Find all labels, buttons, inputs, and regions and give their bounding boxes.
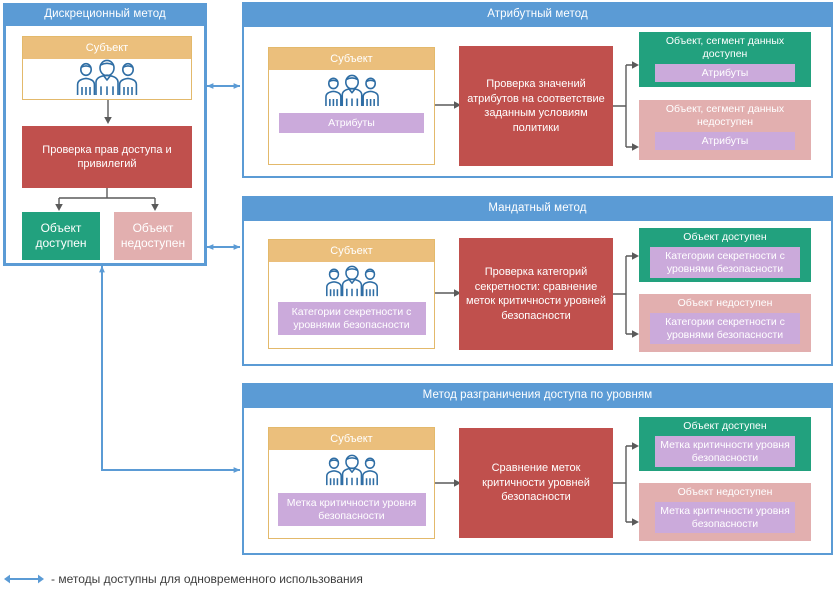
levels-result-no-tag[interactable]: Метка критичности уровня безопасности — [655, 502, 795, 533]
arrow-levels-branch — [613, 442, 639, 526]
mandatory-subject-box[interactable]: Субъект — [268, 239, 435, 349]
panel-levels[interactable]: Метод разграничения доступа по уровням С… — [242, 383, 833, 555]
attribute-result-ok-title: Объект, сегмент данных доступен — [665, 35, 785, 60]
attribute-subject-box[interactable]: Субъект — [268, 47, 435, 165]
mandatory-result-no-tag[interactable]: Категории секретности с уровнями безопас… — [650, 313, 800, 344]
legend: - методы доступны для одновременного исп… — [4, 572, 363, 586]
attribute-process-box[interactable]: Проверка значений атрибутов на соответст… — [459, 46, 613, 166]
connector-discretionary-levels — [99, 265, 241, 473]
levels-result-ok-tag[interactable]: Метка критичности уровня безопасности — [655, 436, 795, 467]
attribute-result-no-title: Объект, сегмент данных недоступен — [665, 103, 785, 128]
mandatory-subject-tag[interactable]: Категории секретности с уровнями безопас… — [277, 302, 426, 335]
discretionary-subject-title: Субъект — [23, 37, 191, 59]
mandatory-result-no[interactable]: Объект недоступен Категории секретности … — [639, 294, 811, 352]
attribute-result-ok-tag[interactable]: Атрибуты — [655, 64, 795, 82]
levels-process-box[interactable]: Сравнение меток критичности уровней безо… — [459, 428, 613, 538]
arrow-process-branch — [55, 188, 159, 211]
people-icon — [324, 74, 379, 107]
mandatory-subject-body: Категории секретности с уровнями безопас… — [269, 262, 434, 348]
mandatory-process-box[interactable]: Проверка категорий секретности: сравнени… — [459, 238, 613, 350]
attribute-result-no-tag[interactable]: Атрибуты — [655, 132, 795, 150]
attribute-subject-body: Атрибуты — [269, 70, 434, 164]
mandatory-result-no-title: Объект недоступен — [677, 297, 773, 309]
discretionary-process-box[interactable]: Проверка прав доступа и привилегий — [22, 126, 192, 188]
legend-text: - методы доступны для одновременного исп… — [51, 572, 363, 586]
levels-result-ok[interactable]: Объект доступен Метка критичности уровня… — [639, 417, 811, 471]
panel-discretionary[interactable]: Дискреционный метод Субъект — [3, 3, 207, 266]
double-arrow-icon — [4, 574, 44, 584]
arrow-subject-to-process — [104, 100, 112, 124]
arrow-levels-subject-to-process — [435, 479, 461, 487]
people-icon — [325, 454, 378, 486]
attribute-result-no[interactable]: Объект, сегмент данных недоступен Атрибу… — [639, 100, 811, 160]
levels-result-ok-title: Объект доступен — [683, 420, 767, 432]
attribute-subject-tag[interactable]: Атрибуты — [279, 113, 424, 133]
attribute-result-ok[interactable]: Объект, сегмент данных доступен Атрибуты — [639, 32, 811, 87]
levels-subject-box[interactable]: Субъект — [268, 427, 435, 539]
discretionary-subject-body — [23, 59, 191, 99]
mandatory-result-ok[interactable]: Объект доступен Категории секретности с … — [639, 228, 811, 282]
panel-attribute[interactable]: Атрибутный метод Субъект — [242, 2, 833, 178]
levels-subject-title: Субъект — [269, 428, 434, 450]
discretionary-subject-box[interactable]: Субъект — [22, 36, 192, 100]
panel-mandatory[interactable]: Мандатный метод Субъект — [242, 196, 833, 366]
people-icon — [76, 59, 138, 95]
panel-discretionary-title: Дискреционный метод — [3, 3, 207, 26]
levels-result-no-title: Объект недоступен — [677, 486, 773, 498]
levels-subject-tag[interactable]: Метка критичности уровня безопасности — [277, 493, 426, 526]
mandatory-subject-title: Субъект — [269, 240, 434, 262]
levels-result-no[interactable]: Объект недоступен Метка критичности уров… — [639, 483, 811, 541]
levels-subject-body: Метка критичности уровня безопасности — [269, 450, 434, 538]
panel-attribute-title: Атрибутный метод — [242, 2, 833, 27]
people-icon — [325, 265, 378, 297]
arrow-mandatory-subject-to-process — [435, 289, 461, 297]
arrow-attribute-branch — [613, 61, 639, 151]
arrow-attribute-subject-to-process — [435, 101, 461, 109]
panel-mandatory-title: Мандатный метод — [242, 196, 833, 221]
panel-levels-title: Метод разграничения доступа по уровням — [242, 383, 833, 408]
discretionary-result-no[interactable]: Объект недоступен — [114, 212, 192, 260]
mandatory-result-ok-title: Объект доступен — [683, 231, 767, 243]
discretionary-result-ok[interactable]: Объект доступен — [22, 212, 100, 260]
attribute-subject-title: Субъект — [269, 48, 434, 70]
mandatory-result-ok-tag[interactable]: Категории секретности с уровнями безопас… — [650, 247, 800, 278]
arrow-mandatory-branch — [613, 252, 639, 338]
